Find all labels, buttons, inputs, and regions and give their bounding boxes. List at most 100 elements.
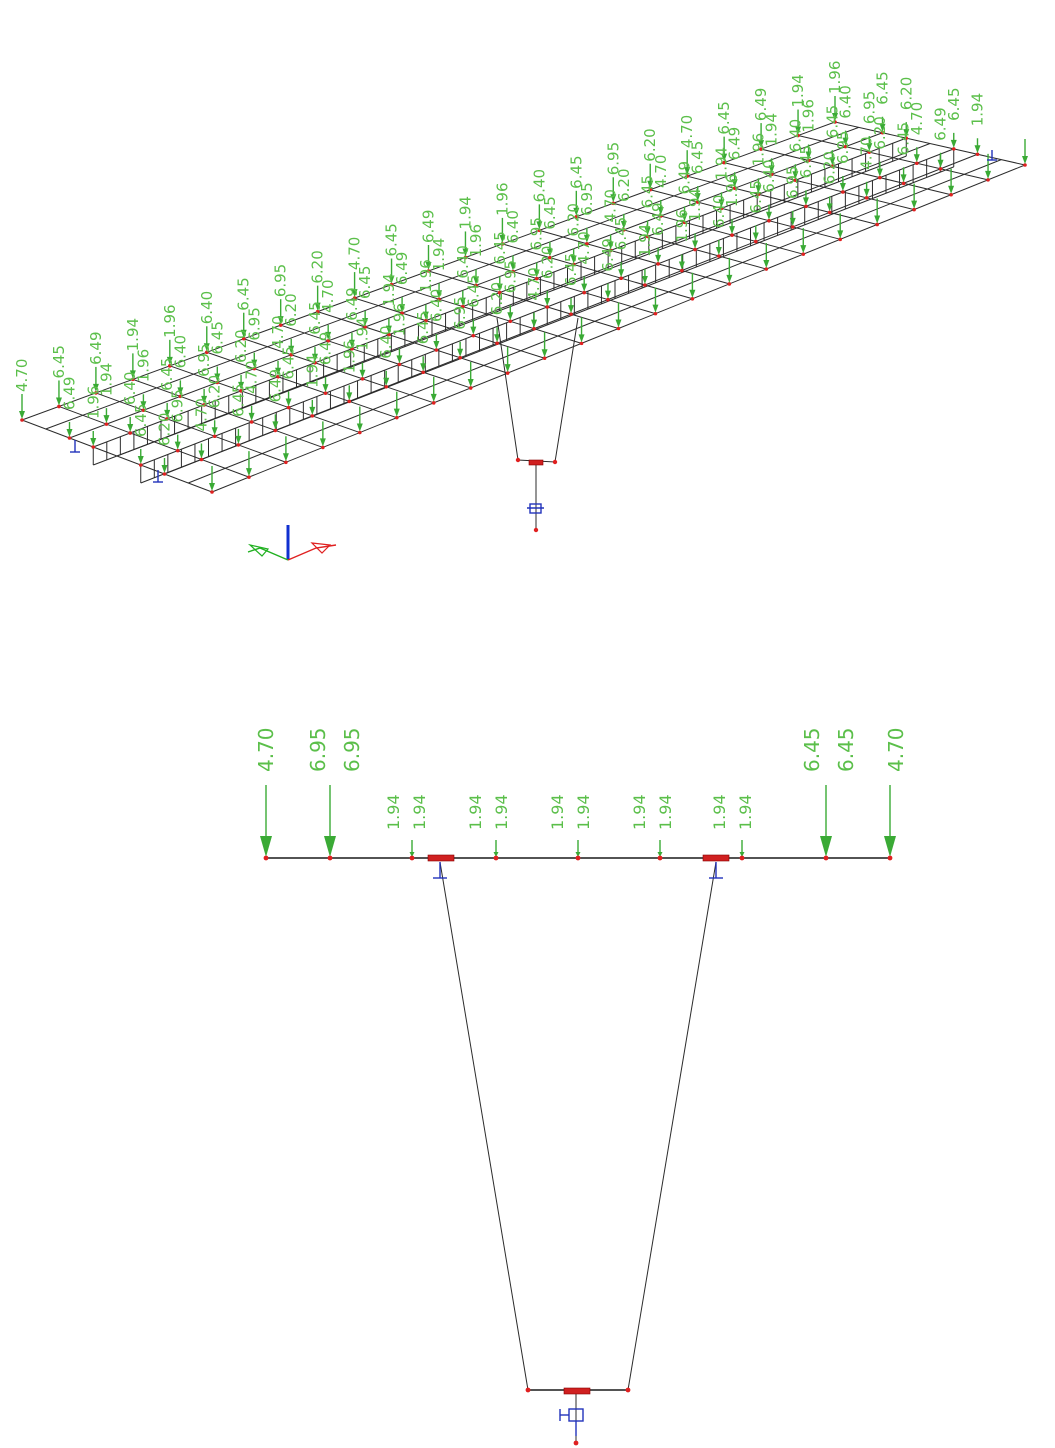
deck-load-label: 6.45 (491, 231, 509, 264)
deck-load-label: 6.45 (356, 266, 374, 299)
deck-load-label: 1.96 (826, 61, 844, 94)
deck-load-arrow-head (140, 401, 147, 410)
deck-load-label: 6.45 (383, 223, 401, 256)
deck-load-arrow-head (470, 326, 477, 335)
deck-load-arrow-head (129, 370, 136, 379)
deck-load-arrow-head (198, 450, 205, 459)
deck-transverse-line (760, 148, 952, 196)
deck-node (326, 339, 330, 343)
deck-node (327, 855, 333, 861)
bearing-right (702, 854, 730, 879)
deck-load-label: 6.45 (229, 384, 247, 417)
deck-load-label: 6.40 (504, 210, 522, 243)
deck-load-arrow-head (874, 215, 881, 224)
load-arrow-head (260, 836, 272, 857)
deck-load-label: 1.94 (969, 93, 987, 126)
deck-node (313, 360, 317, 365)
deck-node (949, 192, 953, 197)
axes-triad-icon (247, 525, 337, 561)
deck-node (575, 855, 581, 861)
load-value-label: 6.45 (834, 727, 858, 772)
deck-load-label: 1.94 (97, 363, 115, 396)
deck-node (616, 326, 621, 331)
deck-load-arrow-head (504, 364, 511, 373)
deck-node (653, 311, 658, 316)
deck-load-arrow-head (245, 468, 252, 477)
deck-load-arrow-head (462, 248, 469, 257)
deck-load-label: 6.45 (945, 87, 963, 120)
deck-node (793, 178, 798, 183)
deck-node (864, 196, 869, 200)
deck-load-label: 6.45 (464, 274, 482, 307)
deck-node (67, 436, 72, 440)
deck-load-label: 6.20 (641, 128, 659, 161)
deck-load-arrow-head (863, 188, 870, 197)
load-arrow-head (820, 836, 832, 857)
deck-load-arrow-head (499, 234, 506, 243)
deck-load-arrow-head (164, 409, 171, 418)
deck-load-label: 6.20 (309, 250, 327, 283)
deck-load-label: 6.95 (834, 131, 852, 164)
deck-node (756, 192, 761, 197)
deck-node (730, 233, 734, 237)
deck-load-label: 6.45 (414, 311, 432, 344)
deck-load-label: 6.45 (895, 122, 913, 155)
deck-node (199, 457, 204, 462)
deck-load-arrow-head (715, 246, 722, 255)
deck-node (437, 297, 441, 302)
deck-node (682, 220, 687, 225)
load-value-label: 4.70 (254, 727, 278, 772)
pier-support-icon (559, 1408, 584, 1436)
deck-load-arrow-head (726, 274, 733, 283)
deck-load-arrow-head (235, 435, 242, 444)
deck-load-arrow-head (792, 171, 799, 180)
load-arrow-head (575, 852, 581, 857)
deck-load-label: 6.45 (689, 141, 707, 174)
deck-node (585, 241, 589, 246)
deck-node (474, 283, 478, 288)
deck-load-arrow-head (393, 408, 400, 417)
deck-node (537, 228, 542, 233)
deck-node (645, 234, 650, 239)
deck-load-arrow-head (800, 245, 807, 254)
deck-node (717, 254, 721, 258)
deck-load-arrow-head (802, 197, 809, 206)
deck-load-label: 6.49 (343, 287, 361, 320)
deck-load-arrow-head (903, 129, 910, 138)
deck-load-label: 6.49 (649, 202, 667, 235)
deck-load-label: 1.94 (636, 224, 654, 257)
deck-node (830, 164, 835, 169)
deck-node (739, 855, 745, 861)
deck-load-label: 1.94 (712, 147, 730, 180)
deck-node (241, 336, 246, 341)
deck-node (284, 460, 288, 465)
deck-load-arrow-head (362, 318, 369, 326)
deck-node (495, 341, 499, 345)
deck-load-label: 1.94 (303, 354, 321, 387)
deck-load-label: 6.49 (317, 332, 335, 365)
deck-load-arrow-head (433, 341, 440, 350)
deck-load-label: 6.45 (280, 346, 298, 379)
deck-load-label: 6.45 (715, 101, 733, 134)
deck-load-arrow-head (351, 289, 358, 298)
deck-load-label: 1.96 (84, 386, 102, 419)
deck-load-arrow-head (866, 143, 873, 152)
deck-node (912, 207, 916, 212)
deck-node (1023, 163, 1027, 167)
deck-load-arrow-head (467, 378, 474, 387)
deck-node (579, 341, 584, 346)
deck-node (767, 218, 771, 223)
load-arrow-head (324, 836, 336, 857)
load-value-label: 1.94 (492, 794, 511, 830)
deck-load-arrow-head (731, 179, 738, 188)
deck-node (611, 201, 616, 206)
deck-load-label: 6.95 (195, 343, 213, 376)
deck-load-label: 6.45 (567, 155, 585, 188)
deck-load-arrow-head (546, 248, 553, 257)
deck-node (867, 150, 872, 154)
deck-node (843, 144, 848, 149)
deck-load-label: 6.95 (578, 182, 596, 215)
deck-load-label: 6.95 (604, 142, 622, 175)
